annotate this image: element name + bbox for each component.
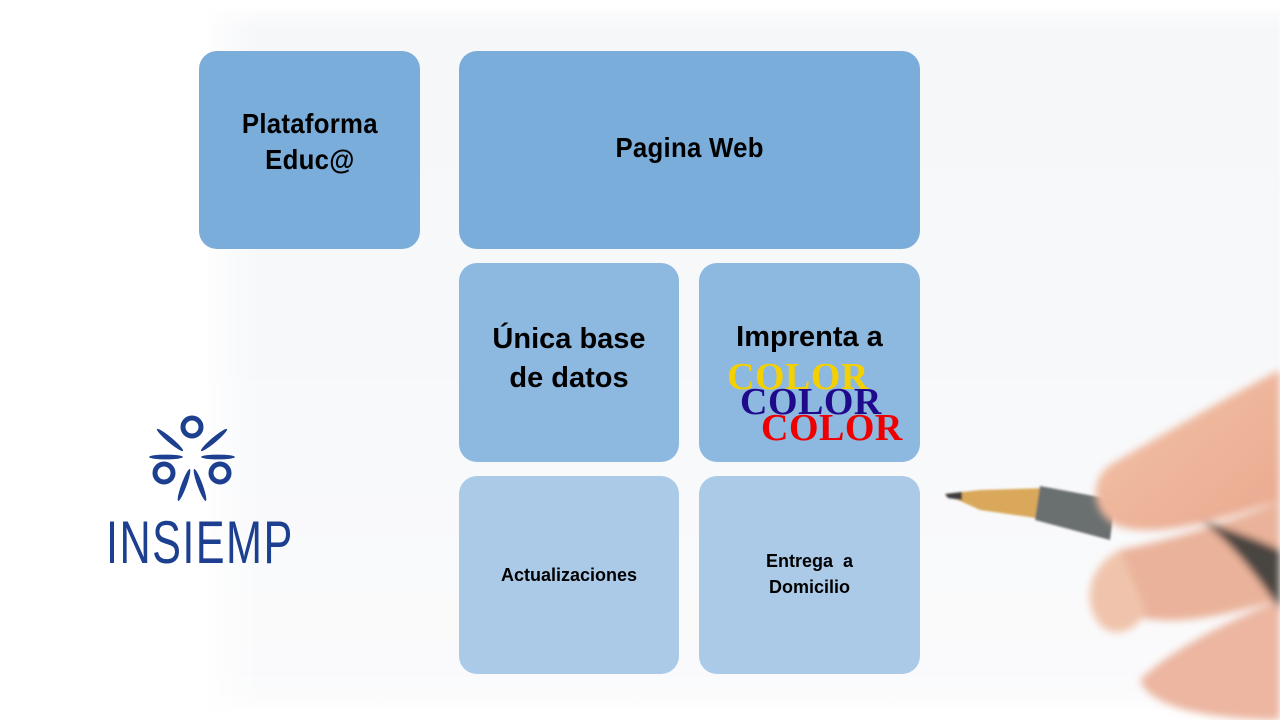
tile-imprenta-color: Imprenta a COLOR COLOR COLOR: [699, 263, 920, 462]
tile-label-line1: Entrega a: [765, 551, 854, 571]
tile-entrega-domicilio: Entrega a Domicilio: [699, 476, 920, 674]
color-word-yellow: COLOR: [727, 356, 869, 398]
color-word-blue: COLOR: [740, 381, 882, 423]
hand-holding-pencil-icon: [945, 370, 1280, 720]
tile-unica-base-datos: Única base de datos: [459, 263, 679, 462]
tile-label-line1: Plataforma: [241, 108, 378, 139]
background-fade-bottom: [0, 690, 1280, 720]
tile-plataforma-educa: Plataforma Educ@: [199, 51, 420, 249]
background-fade-top: [0, 0, 1280, 30]
tile-label-line2: de datos: [509, 361, 629, 394]
tile-label-line2: Educ@: [264, 144, 355, 175]
tile-actualizaciones: Actualizaciones: [459, 476, 679, 674]
insiemp-logo: INSIEMP: [104, 410, 294, 580]
logo-text: INSIEMP: [106, 509, 294, 576]
tile-label: Actualizaciones: [500, 565, 638, 585]
tile-label-line1: Única base: [492, 322, 646, 355]
tile-label: Imprenta a: [736, 321, 883, 353]
tile-pagina-web: Pagina Web: [459, 51, 920, 249]
color-word-red: COLOR: [761, 407, 903, 449]
tile-label-line2: Domicilio: [768, 577, 850, 597]
insiemp-people-logo-icon: [149, 415, 235, 501]
tile-label: Pagina Web: [615, 132, 764, 163]
